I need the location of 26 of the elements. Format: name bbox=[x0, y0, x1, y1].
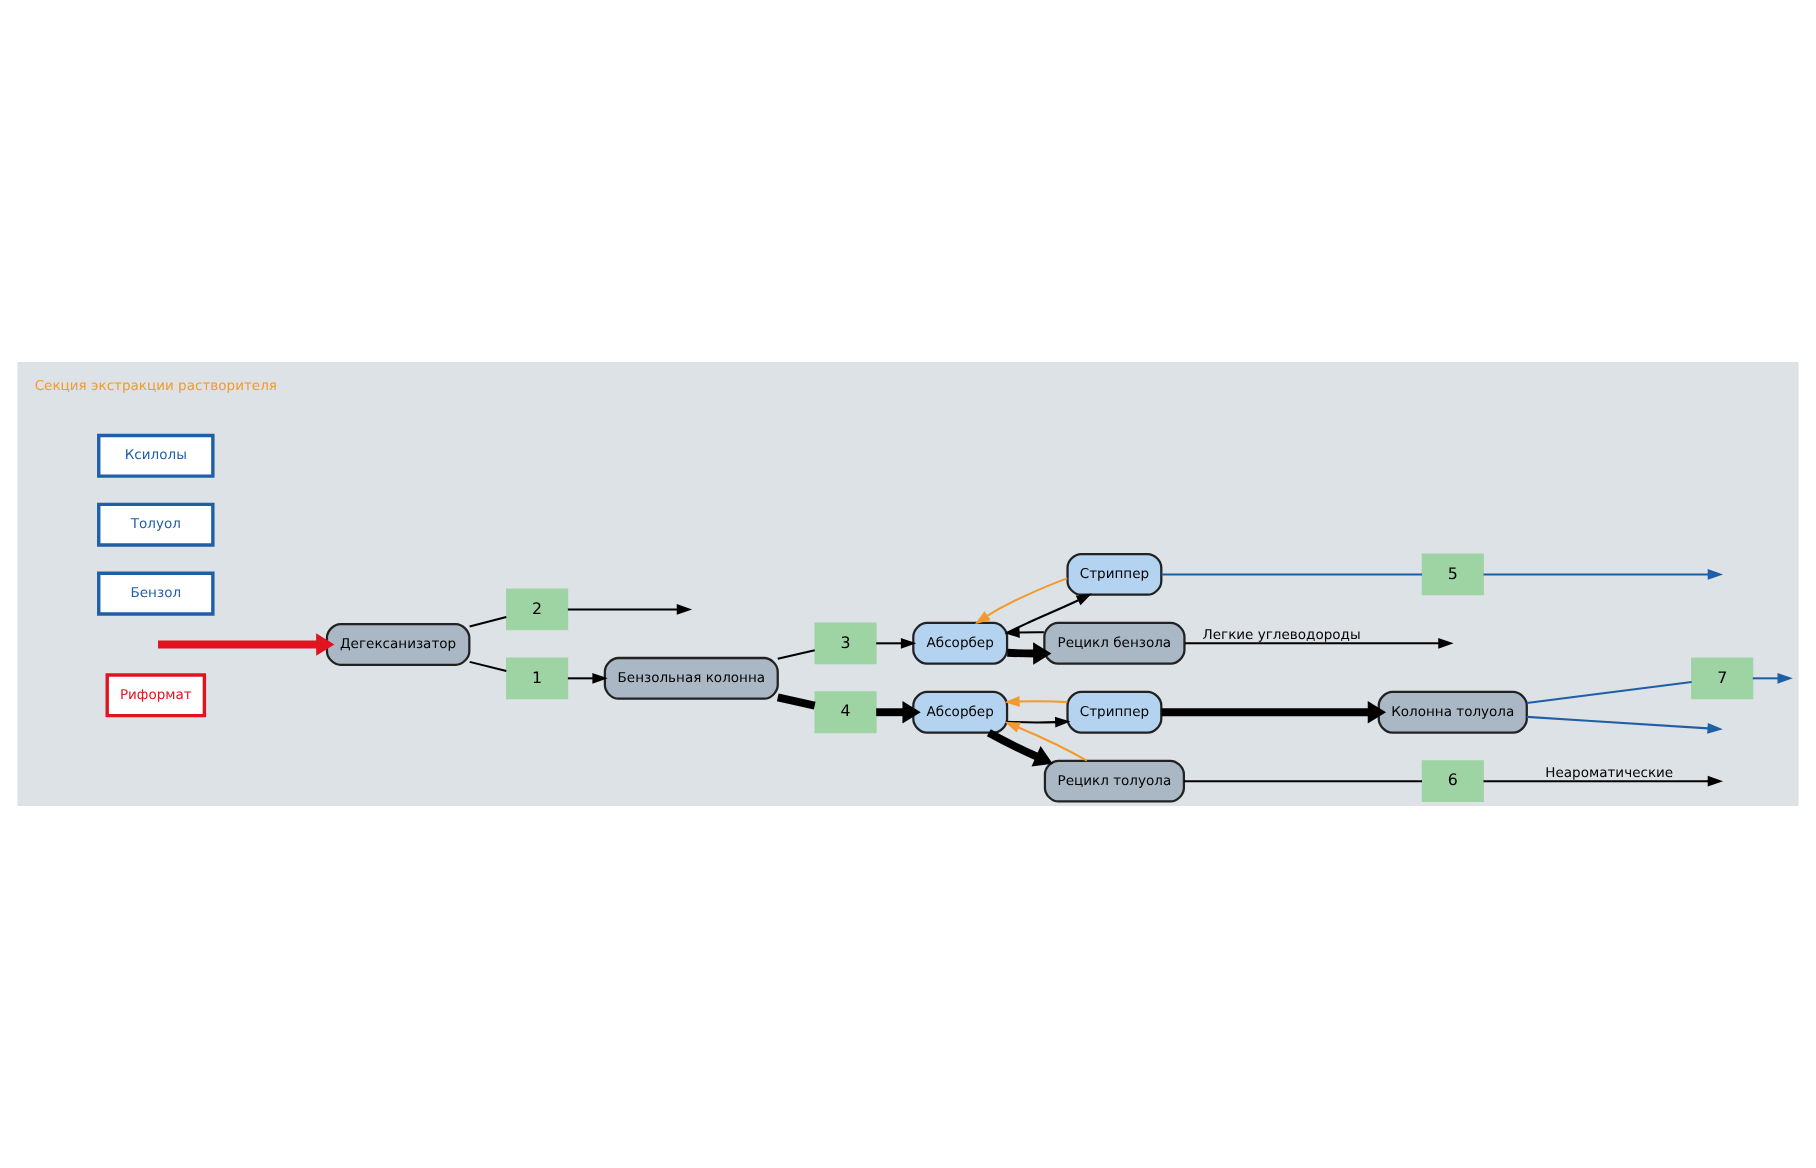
connector bbox=[469, 660, 507, 672]
arrow bbox=[1007, 642, 1052, 665]
arrow bbox=[1752, 672, 1793, 684]
connector bbox=[777, 649, 815, 660]
arrow bbox=[1007, 716, 1071, 728]
arrow bbox=[876, 701, 921, 724]
arrow bbox=[1526, 715, 1723, 734]
connector bbox=[1526, 681, 1692, 704]
connector bbox=[776, 693, 816, 710]
arrow bbox=[567, 604, 693, 615]
arrow bbox=[1483, 775, 1724, 787]
arrow bbox=[1184, 637, 1454, 649]
connector bbox=[1183, 780, 1422, 783]
arrow bbox=[1004, 627, 1044, 638]
arrow bbox=[1004, 721, 1088, 762]
connector bbox=[1161, 573, 1422, 576]
arrow bbox=[974, 577, 1068, 625]
arrow bbox=[876, 637, 917, 649]
arrow bbox=[1006, 593, 1092, 634]
arrow bbox=[1004, 696, 1068, 707]
arrow bbox=[567, 672, 608, 684]
connector bbox=[469, 616, 507, 628]
arrow bbox=[1161, 701, 1387, 724]
arrow bbox=[1483, 569, 1724, 580]
arrow bbox=[986, 729, 1053, 767]
arrow bbox=[158, 633, 335, 656]
